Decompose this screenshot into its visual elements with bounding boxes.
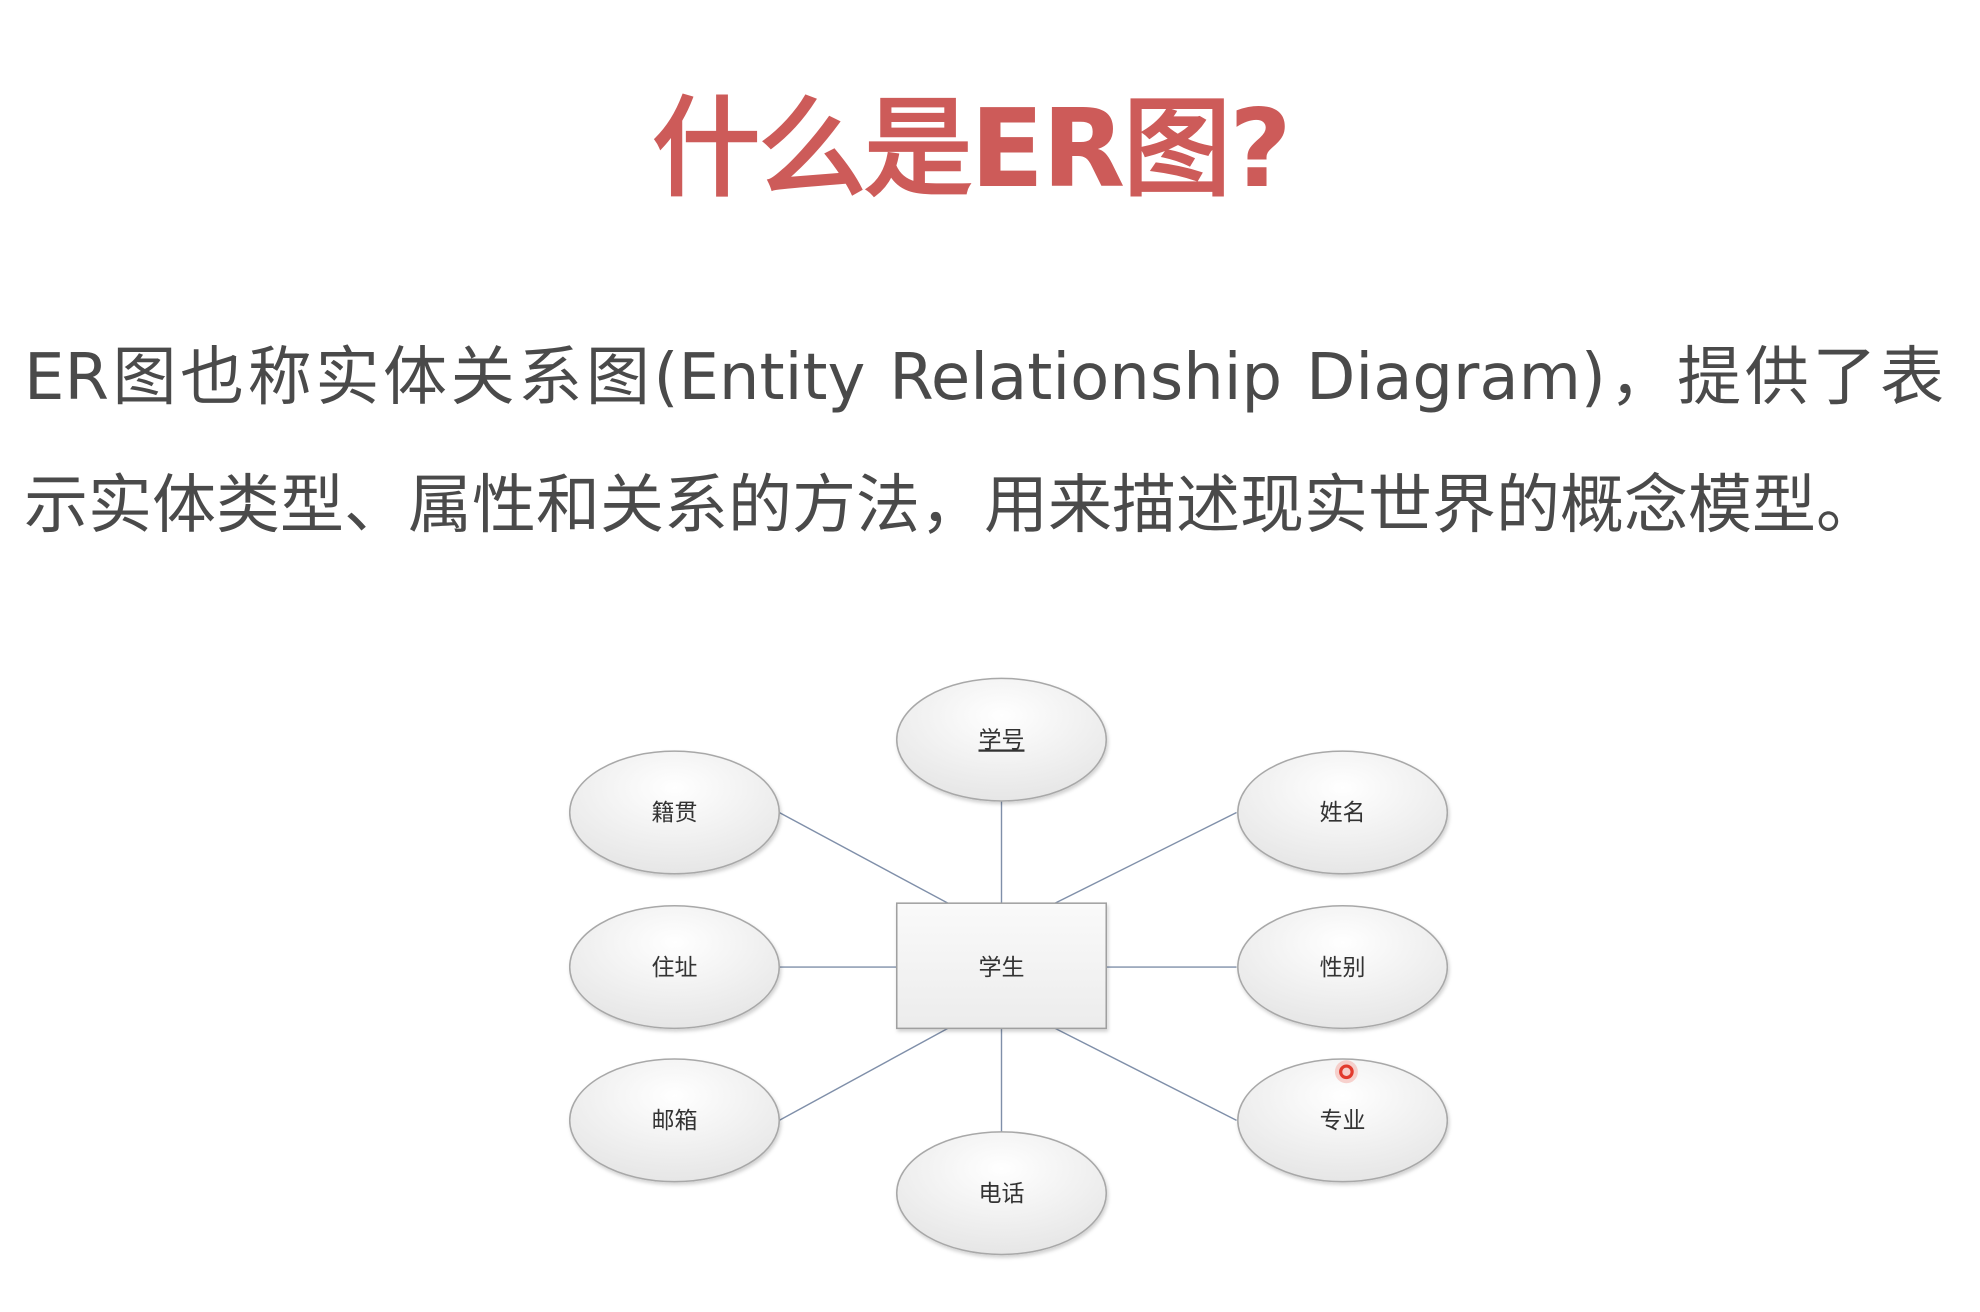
- entity-box: [895, 902, 1108, 1030]
- attribute-label: 邮箱: [651, 1108, 697, 1134]
- attribute-label: 姓名: [1320, 800, 1366, 826]
- line-zhuanye: [1054, 1027, 1237, 1121]
- entity-label: 学生: [979, 955, 1025, 981]
- cursor-pointer-icon: [1334, 1060, 1358, 1084]
- attribute-ellipse-jiguan: [568, 750, 780, 875]
- attribute-label: 电话: [979, 1181, 1025, 1207]
- attribute-label: 住址: [651, 955, 697, 981]
- key-attribute-label: 学号: [979, 727, 1025, 753]
- connector-lines: [778, 800, 1237, 1132]
- attribute-ellipse-zhuzhi: [568, 904, 780, 1030]
- attribute-ellipse-dianhua: [895, 1131, 1108, 1256]
- line-jiguan: [778, 811, 949, 904]
- attribute-label: 性别: [1320, 955, 1366, 981]
- attribute-ellipse-youxiang: [568, 1058, 780, 1183]
- line-xingming: [1054, 811, 1237, 904]
- attribute-label: 籍贯: [651, 800, 697, 826]
- line-youxiang: [778, 1027, 949, 1121]
- attribute-ellipse-xingbie: [1237, 904, 1449, 1030]
- page-title: 什么是ER图?: [652, 87, 1292, 212]
- attribute-ellipse-xuehao: [895, 677, 1108, 802]
- description-paragraph: ER图也称实体关系图(Entity Relationship Diagram)，…: [24, 341, 1944, 543]
- attribute-ellipse-xingming: [1237, 750, 1449, 875]
- attribute-ellipse-zhuanye: [1237, 1058, 1449, 1183]
- attribute-label: 专业: [1320, 1108, 1366, 1134]
